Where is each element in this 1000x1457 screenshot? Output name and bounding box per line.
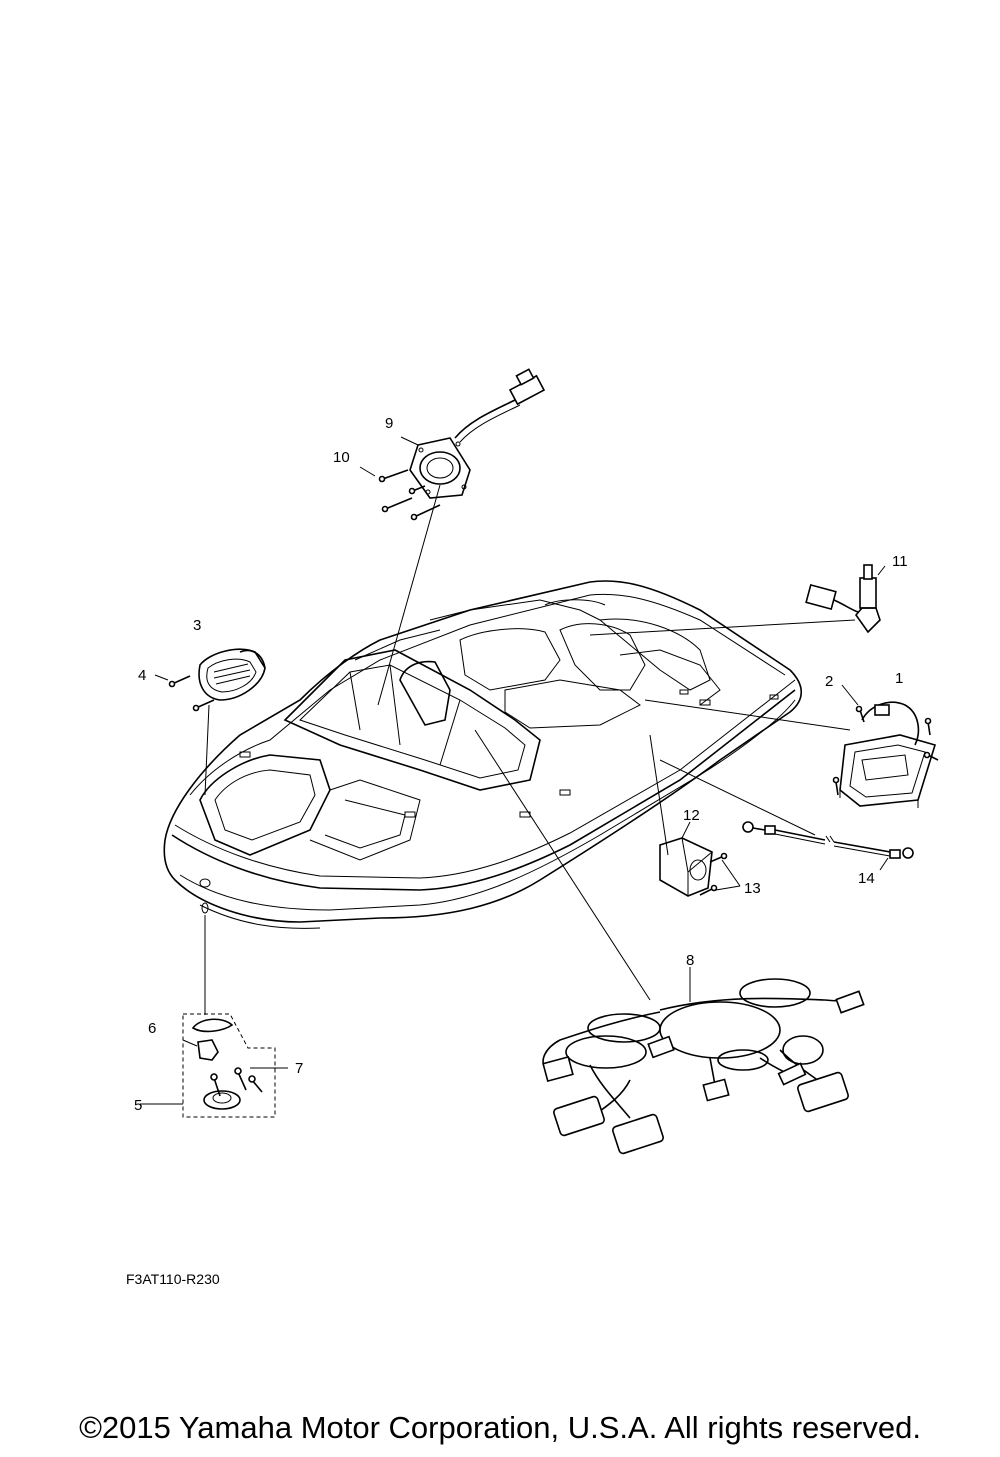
part-8-harness xyxy=(542,967,865,1155)
part-3-speaker xyxy=(198,648,266,701)
callout-2: 2 xyxy=(825,673,833,690)
callout-3: 3 xyxy=(193,617,201,634)
callout-10: 10 xyxy=(333,449,350,466)
part-4-screws xyxy=(154,674,215,712)
part-1-bracket xyxy=(839,701,937,808)
callout-5: 5 xyxy=(134,1097,142,1114)
callout-12: 12 xyxy=(683,807,700,824)
part-12-box xyxy=(659,821,713,897)
callout-8: 8 xyxy=(686,952,694,969)
callout-11: 11 xyxy=(892,553,908,570)
callout-7: 7 xyxy=(295,1060,303,1077)
callout-14: 14 xyxy=(858,870,875,887)
leader-lines xyxy=(204,484,856,1015)
boat-hull xyxy=(163,580,803,929)
callout-9: 9 xyxy=(385,415,393,432)
part-10-screws xyxy=(359,466,441,521)
part-11-sensor xyxy=(805,564,886,634)
part-13-screws xyxy=(699,852,741,896)
callout-4: 4 xyxy=(138,667,146,684)
part-9-speaker-plate xyxy=(400,368,546,499)
callout-13: 13 xyxy=(744,880,761,897)
part-14-cable xyxy=(742,821,914,871)
copyright-notice: ©2015 Yamaha Motor Corporation, U.S.A. A… xyxy=(79,1410,921,1445)
callout-6: 6 xyxy=(148,1020,156,1037)
callout-1: 1 xyxy=(895,670,903,687)
drawing-code: F3AT110-R230 xyxy=(126,1271,220,1287)
part-2-screws xyxy=(832,684,939,796)
part-5-6-7-kit xyxy=(140,1013,288,1118)
